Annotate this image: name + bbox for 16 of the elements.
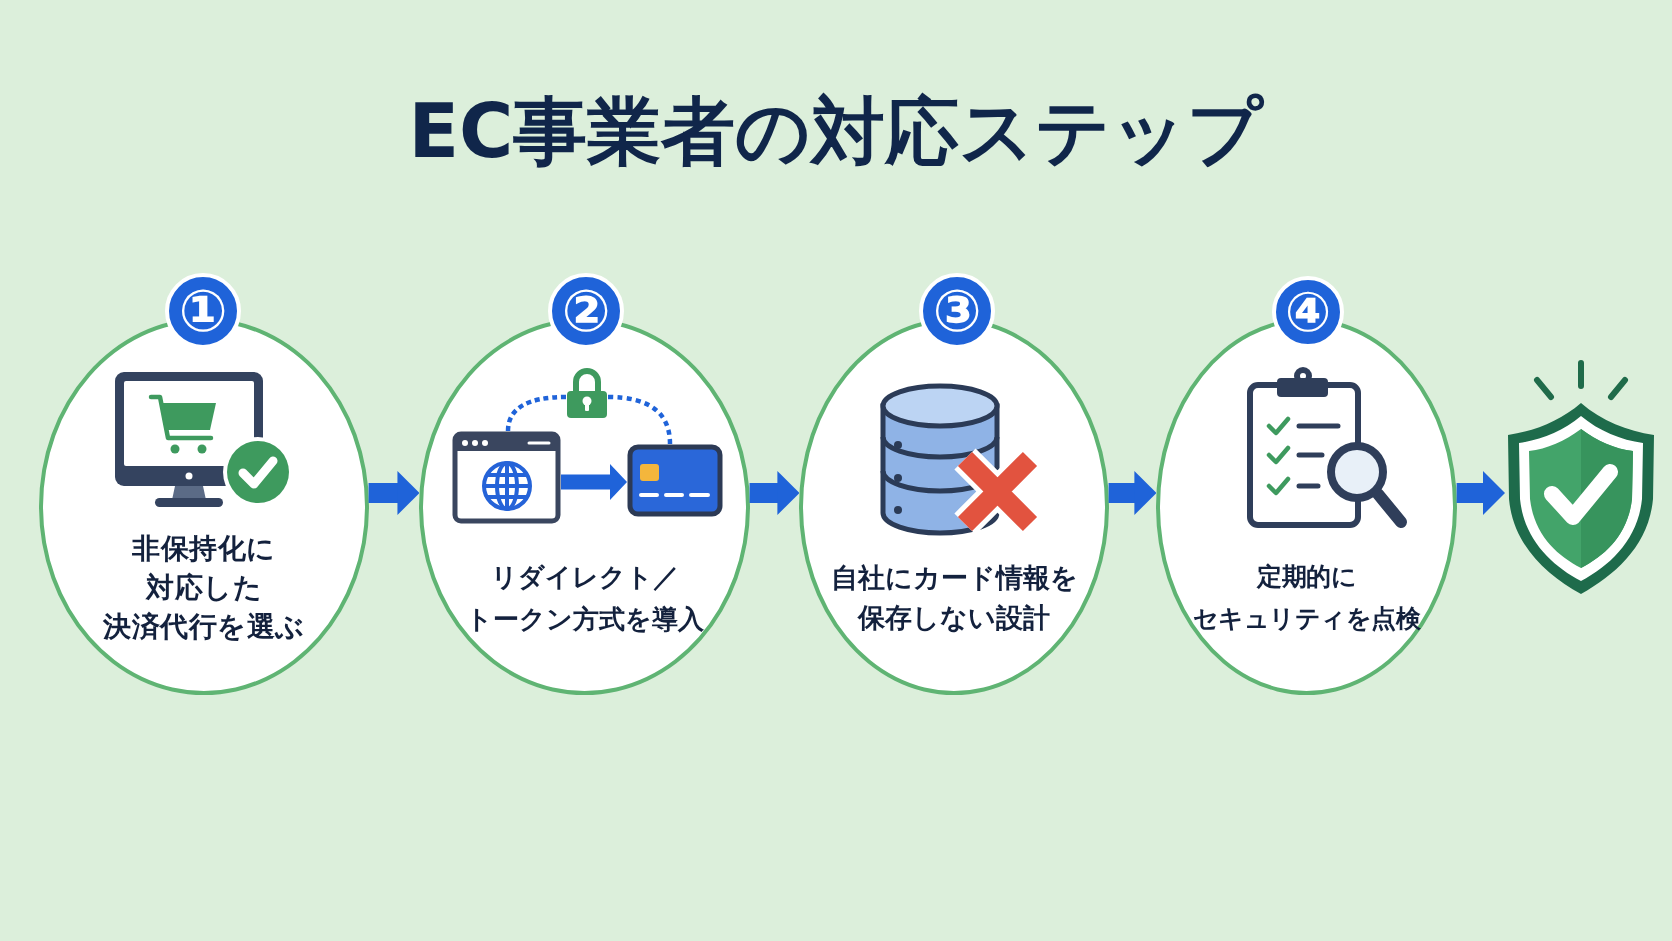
dotted-line: [505, 394, 567, 432]
arrow: [1108, 471, 1157, 515]
padlock-icon: [566, 366, 608, 419]
step-label: 自社にカード情報を保存しない設計: [829, 561, 1079, 635]
arrow: [561, 464, 627, 500]
title: EC事業者の対応ステップ: [407, 92, 1265, 170]
browser-window-icon: [452, 431, 561, 524]
step-label: 非保持化に対応した決済代行を選ぶ: [102, 531, 306, 645]
arrow: [368, 471, 420, 515]
arrow: [749, 471, 800, 515]
dotted-line: [607, 394, 673, 445]
arrow: [1456, 471, 1505, 515]
step-label: 定期的にセキュリティを点検: [1191, 561, 1422, 635]
credit-card-icon: [627, 444, 723, 517]
step-label: リダイレクト／トークン方式を導入: [464, 561, 705, 636]
shield-check-icon: [1505, 359, 1657, 597]
